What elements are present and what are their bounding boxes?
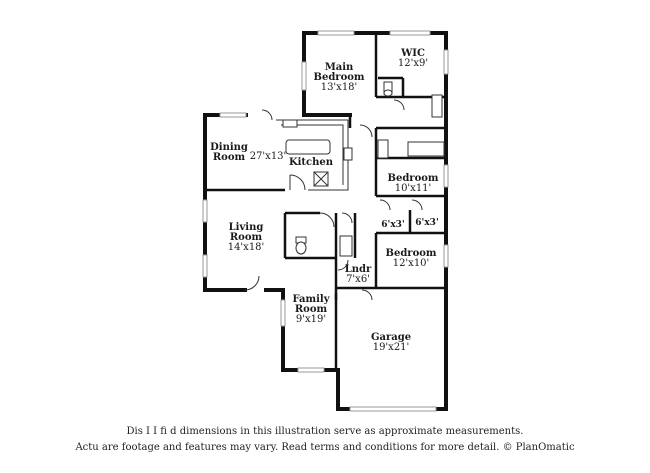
living-name-line2: Room	[230, 232, 263, 243]
family-name-line1: Family	[292, 294, 330, 305]
bedroom2-dims: 10'x11'	[395, 183, 432, 194]
dining-name-line1: Dining	[210, 142, 248, 153]
main-bedroom-name-line2: Bedroom	[314, 72, 365, 83]
bedroom3-name: Bedroom	[386, 248, 437, 259]
family-dims: 9'x19'	[296, 314, 326, 325]
main-bedroom-name-line1: Main	[325, 62, 354, 73]
bedroom2-name: Bedroom	[388, 173, 439, 184]
bathroom-fixtures	[359, 81, 445, 159]
wic-dims: 12'x9'	[398, 58, 428, 69]
interior-walls	[205, 33, 446, 370]
windows	[202, 30, 449, 412]
closet-a-dims: 6'x3'	[381, 220, 404, 230]
laundry-name: Lndr	[345, 264, 372, 275]
living-dims: 14'x18'	[228, 242, 265, 253]
disclaimer-line2: Actu are footage and features may vary. …	[75, 442, 575, 453]
garage-dims: 19'x21'	[373, 342, 410, 353]
family-name-line2: Room	[295, 304, 328, 315]
living-name-line1: Living	[229, 222, 264, 233]
room-labels: Main Bedroom 13'x18' WIC 12'x9' Dining R…	[210, 48, 439, 353]
bedroom3-dims: 12'x10'	[393, 258, 430, 269]
kitchen-fixtures	[261, 109, 353, 191]
garage-name: Garage	[371, 332, 411, 343]
wic-name: WIC	[400, 48, 425, 59]
closet-b-dims: 6'x3'	[415, 218, 438, 228]
disclaimer: Dis I I fi d dimensions in this illustra…	[0, 424, 650, 456]
disclaimer-line1: Dis I I fi d dimensions in this illustra…	[126, 426, 524, 437]
kitchen-dims: 27'x13'	[250, 151, 287, 162]
kitchen-name: Kitchen	[289, 157, 334, 168]
main-bedroom-dims: 13'x18'	[321, 82, 358, 93]
hall-bath-fixtures	[244, 199, 423, 301]
dining-name-line2: Room	[213, 152, 246, 163]
laundry-dims: 7'x6'	[346, 274, 370, 285]
